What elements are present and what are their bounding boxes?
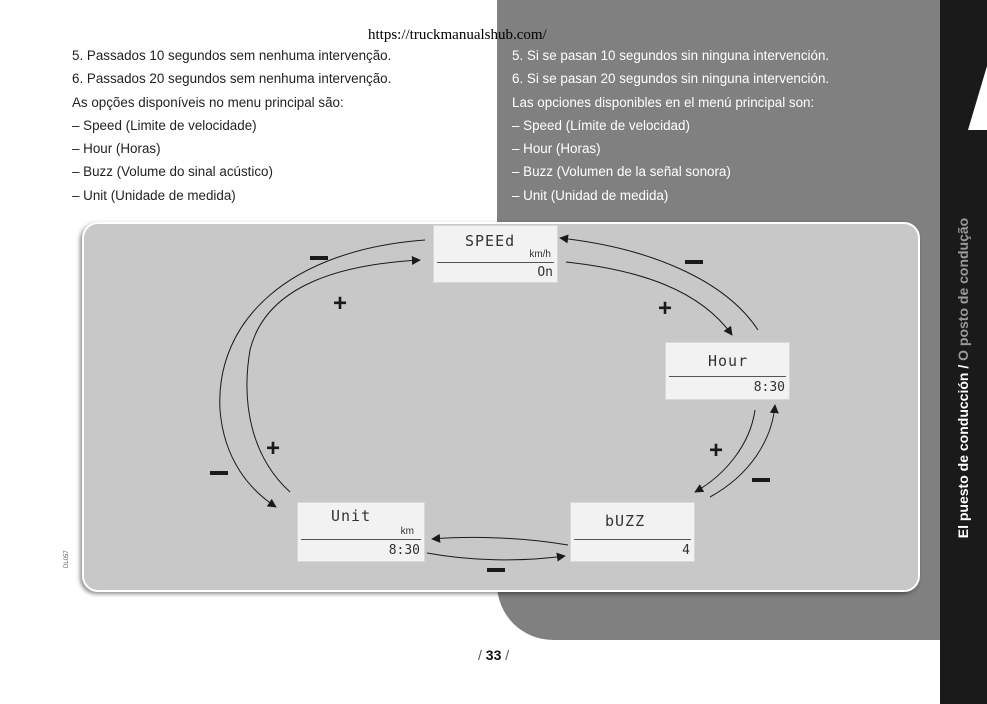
pt-line: – Unit (Unidade de medida) [72,187,236,203]
pt-line: – Hour (Horas) [72,141,161,157]
es-line: – Unit (Unidad de medida) [512,187,669,203]
minus-sign [310,256,328,260]
arrow-buzz-to-unit [431,533,569,546]
minus-sign [752,478,770,482]
minus-sign [487,568,505,572]
es-line: 6. Si se pasan 20 segundos sin ninguna i… [512,71,830,87]
minus-sign [210,471,228,475]
arrow-speed-to-hour-plus [565,261,733,336]
pt-line: 5. Passados 10 segundos sem nenhuma inte… [72,48,392,63]
arrow-speed-to-unit-minus [219,239,426,508]
buzz-display: bUZZ 4 [570,502,695,562]
speed-unit: km/h [529,249,551,260]
arrow-unit-to-buzz [426,552,566,562]
speed-label: SPEEd [465,232,516,250]
speed-value: On [537,265,553,280]
es-line: – Speed (Límite de velocidad) [512,117,690,133]
plus-sign: + [266,435,281,462]
minus-sign [685,260,703,264]
page-number-value: 33 [485,647,502,663]
pt-line: As opções disponíveis no menu principal … [72,94,344,110]
source-url: https://truckmanualshub.com/ [368,27,547,43]
display-divider [437,262,554,263]
arrow-hour-to-speed-minus [559,234,759,331]
es-line: – Buzz (Volumen de la señal sonora) [512,164,731,180]
display-divider [669,376,786,377]
buzz-value: 4 [682,543,690,558]
hour-value: 8:30 [753,380,785,395]
arrow-hour-to-buzz-plus [694,409,756,493]
unit-unit: km [400,526,414,537]
unit-value: 8:30 [388,543,420,558]
pt-line: – Buzz (Volume do sinal acústico) [72,164,273,180]
arrow-unit-to-speed-plus [246,255,421,493]
plus-sign: + [333,290,348,317]
es-line: 5. Si se pasan 10 segundos sin ninguna i… [512,48,830,63]
side-tab-notch [968,66,987,130]
es-line: – Hour (Horas) [512,141,601,157]
es-line: Las opciones disponibles en el menú prin… [512,94,815,110]
menu-diagram-box [82,222,920,592]
unit-label: Unit [331,507,372,525]
speed-display: SPEEd km/h On [433,225,558,283]
pt-line: – Speed (Limite de velocidade) [72,117,257,133]
display-divider [574,539,691,540]
plus-sign: + [709,437,724,464]
pt-line: 6. Passados 20 segundos sem nenhuma inte… [72,71,392,87]
hour-display: Hour 8:30 [665,342,790,400]
plus-sign: + [658,295,673,322]
page-number: / 33 / [478,647,509,663]
portuguese-column: 5. Passados 10 segundos sem nenhuma inte… [72,44,391,207]
page-prefix: / [478,647,486,663]
display-divider [301,539,421,540]
arrow-buzz-to-hour-minus [709,404,779,498]
unit-display: Unit km 8:30 [297,502,425,562]
figure-reference-code: DL057 [64,550,70,568]
page-suffix: / [501,647,510,663]
buzz-label: bUZZ [605,512,646,530]
spanish-column: 5. Si se pasan 10 segundos sin ninguna i… [512,44,829,207]
hour-label: Hour [708,352,749,370]
